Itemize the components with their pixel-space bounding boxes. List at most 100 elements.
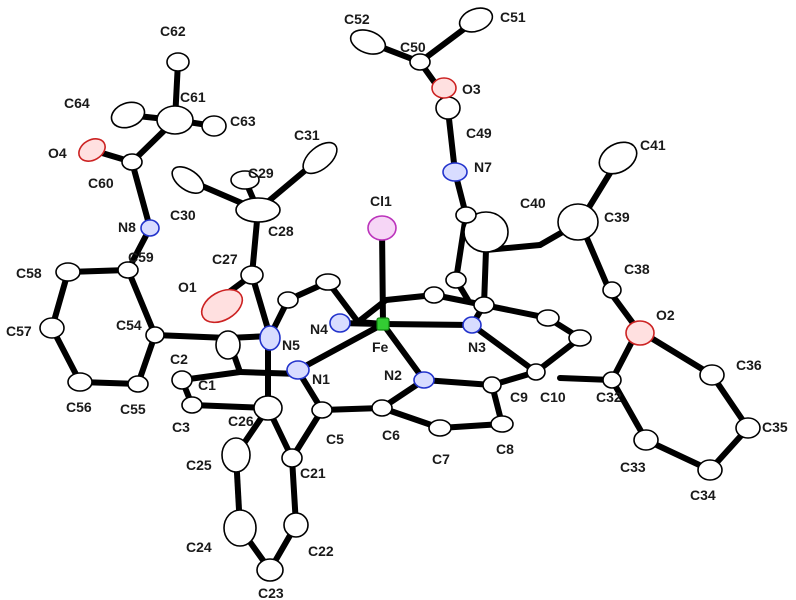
label-c5: C5 [326,431,344,447]
label-c57: C57 [6,323,32,339]
atom-c8 [490,415,514,433]
label-c8: C8 [496,441,514,457]
atom-c-ring-b [277,291,299,309]
atom-c-ring-e [568,329,592,347]
atom-c52 [349,29,387,55]
label-c30: C30 [170,207,196,223]
label-c34: C34 [690,487,716,503]
label-c50: C50 [400,39,426,55]
label-c9: C9 [510,389,528,405]
bonds [49,17,751,573]
atom-c9 [482,376,502,394]
atom-o2 [625,320,655,346]
atom-c39 [557,203,599,241]
atom-c10 [526,363,546,381]
label-o2: O2 [656,307,675,323]
atom-c6 [371,399,393,417]
atom-c25 [221,437,251,473]
bond [295,321,386,373]
atom-c31 [302,141,338,175]
label-o3: O3 [462,81,481,97]
atom-c24 [223,509,257,547]
atom-c22 [283,512,309,538]
label-c22: C22 [308,543,334,559]
label-n8: N8 [118,219,136,235]
atom-c64 [110,101,146,129]
atom-labels: C52 C51 C50 O3 C49 C62 C61 C64 C63 O4 C6… [6,9,788,600]
bond [481,247,489,308]
label-o1: O1 [178,279,197,295]
atom-c55 [127,375,149,393]
atom-c-ring-a [315,273,341,291]
atom-c41 [598,141,638,175]
atom-c-n7-a [455,206,477,224]
label-c28: C28 [268,223,294,239]
atom-c-n7-b [445,271,467,289]
label-c1: C1 [198,377,216,393]
label-c55: C55 [120,401,146,417]
label-c7: C7 [432,451,450,467]
label-c2: C2 [170,351,188,367]
label-n1: N1 [312,371,330,387]
atom-c-ring-d [536,309,560,327]
bond [421,377,495,388]
atom-c40 [463,211,509,253]
atom-c-ring-c [423,286,445,304]
atom-c5 [311,401,333,419]
label-c56: C56 [66,399,92,415]
bond [380,321,475,328]
atom-c54 [145,326,165,344]
bond [609,377,649,443]
atom-c57 [39,317,65,339]
label-n3: N3 [468,339,486,355]
atom-c28 [235,197,281,223]
label-c3: C3 [172,419,190,435]
label-c10: C10 [540,389,566,405]
atom-c21 [281,448,303,468]
atom-c62 [166,52,190,72]
atom-n7 [442,162,468,182]
atom-c61 [156,105,194,135]
atom-c2 [171,370,193,390]
bond [445,107,458,175]
atom-o3 [431,77,457,99]
atom-c63 [201,115,227,137]
atom-o1 [200,288,244,324]
atom-c29 [230,170,260,190]
atom-n8 [140,219,160,237]
atom-o4 [78,138,106,162]
atom-c3 [181,396,203,414]
atom-c36 [699,364,725,386]
atom-c30 [171,166,205,194]
bond [453,212,469,283]
label-c61: C61 [180,89,206,105]
label-c24: C24 [186,539,212,555]
label-c21: C21 [300,465,326,481]
label-n5: N5 [282,337,300,353]
atom-n4 [329,313,351,333]
atom-c50 [409,53,431,71]
atom-cl1 [367,215,397,241]
label-c49: C49 [466,125,492,141]
atom-c58 [55,262,81,282]
bond [125,267,158,338]
label-n2: N2 [384,367,402,383]
atom-c26 [253,395,283,421]
label-c58: C58 [16,265,42,281]
label-c39: C39 [604,209,630,225]
label-c51: C51 [500,9,526,25]
atom-fe [376,317,390,331]
label-c27: C27 [212,251,238,267]
atom-c59 [117,261,139,279]
atom-c38 [602,281,622,299]
label-n7: N7 [474,159,492,175]
label-c25: C25 [186,457,212,473]
label-c35: C35 [762,419,788,435]
atom-c60 [121,153,143,171]
label-c26: C26 [228,413,254,429]
label-c38: C38 [624,261,650,277]
label-c63: C63 [230,113,256,129]
label-c64: C64 [64,95,90,111]
atom-c35 [735,417,761,439]
